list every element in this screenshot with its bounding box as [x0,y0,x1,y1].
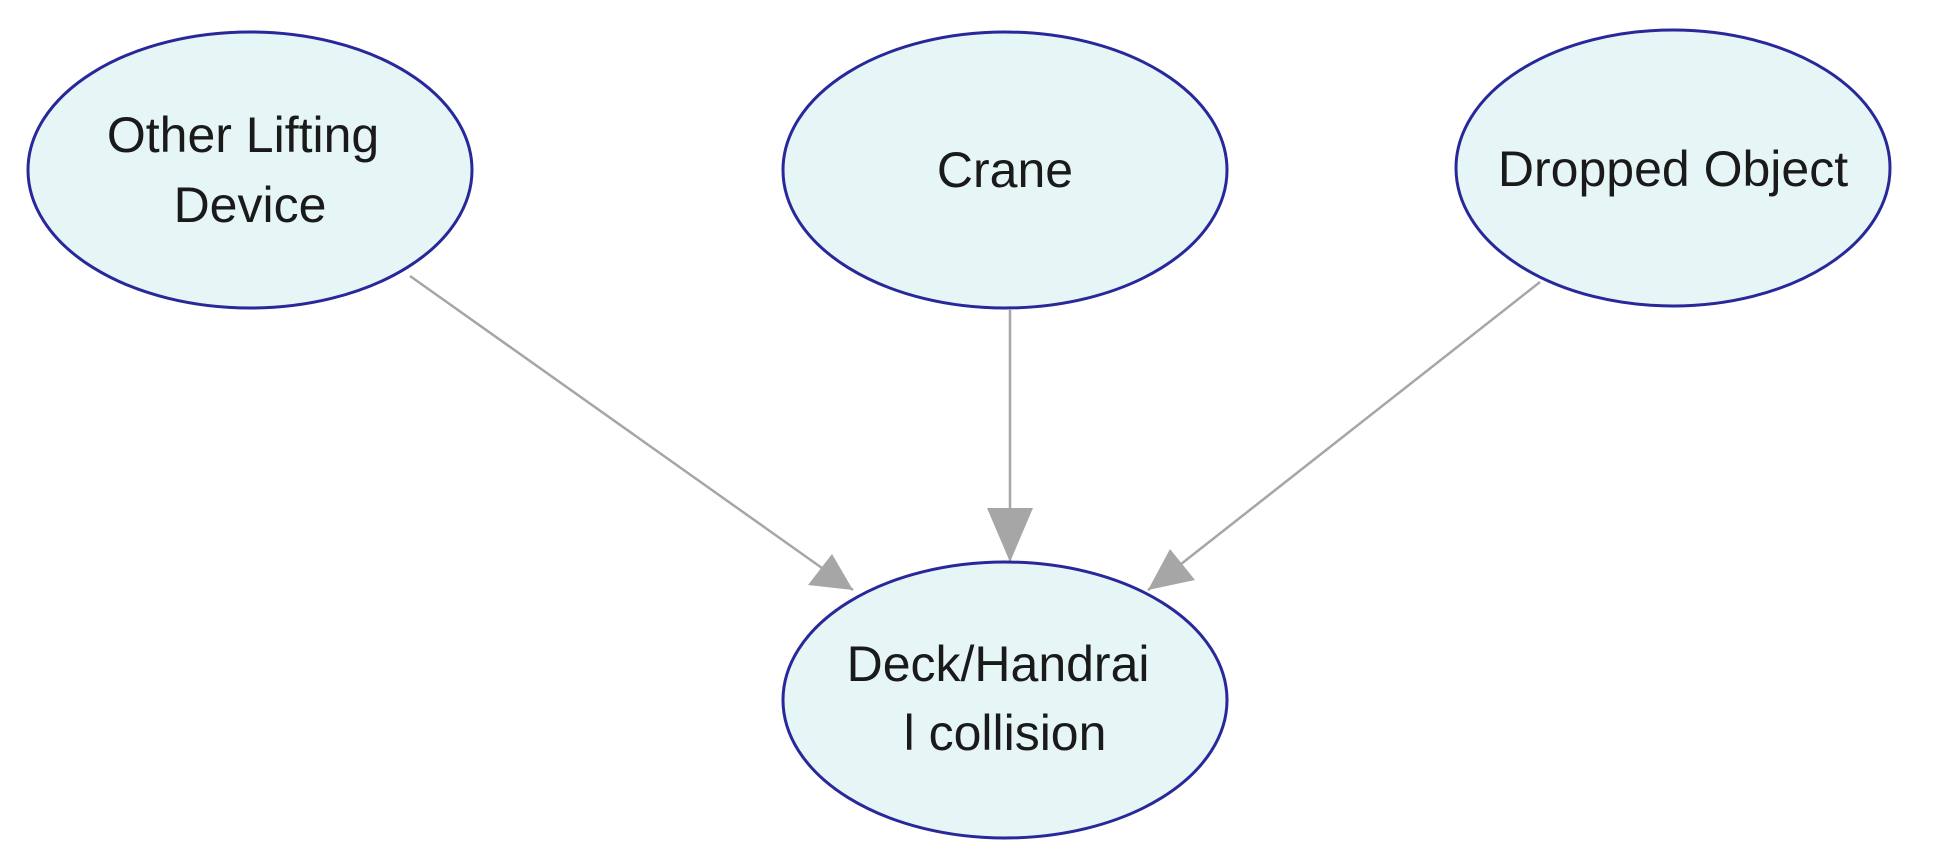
arrowhead-other-lifting-device-edge [808,554,853,590]
node-ellipse [781,30,1229,310]
node-label: Other Lifting Device [107,107,393,233]
node-label: Dropped Object [1498,141,1848,197]
node-crane[interactable]: Crane [781,30,1229,310]
node-ellipse [781,560,1229,840]
node-label-line: Deck/Handrai [847,636,1150,692]
arrowhead-crane-edge [987,508,1033,562]
node-label-line: Device [174,177,327,233]
node-label-line: Dropped Object [1498,141,1848,197]
arrowheads-layer [808,508,1195,590]
node-label: Crane [937,142,1073,198]
node-dropped-object[interactable]: Dropped Object [1454,28,1892,308]
edges-layer [409,274,1541,592]
node-ellipse [26,30,474,310]
node-ellipse [1454,28,1892,308]
edge-other-lifting-device-to-deck-handrail-collision [409,274,854,592]
node-label-line: l collision [904,705,1107,761]
node-other-lifting-device[interactable]: Other Lifting Device [26,30,474,310]
node-label-line: Other Lifting [107,107,379,163]
node-label-line: Crane [937,142,1073,198]
node-label: Deck/Handrai l collision [847,636,1164,761]
edge-dropped-object-to-deck-handrail-collision [1147,281,1541,591]
node-deck-handrail-collision[interactable]: Deck/Handrai l collision [781,560,1229,840]
arrowhead-dropped-object-edge [1148,549,1195,590]
